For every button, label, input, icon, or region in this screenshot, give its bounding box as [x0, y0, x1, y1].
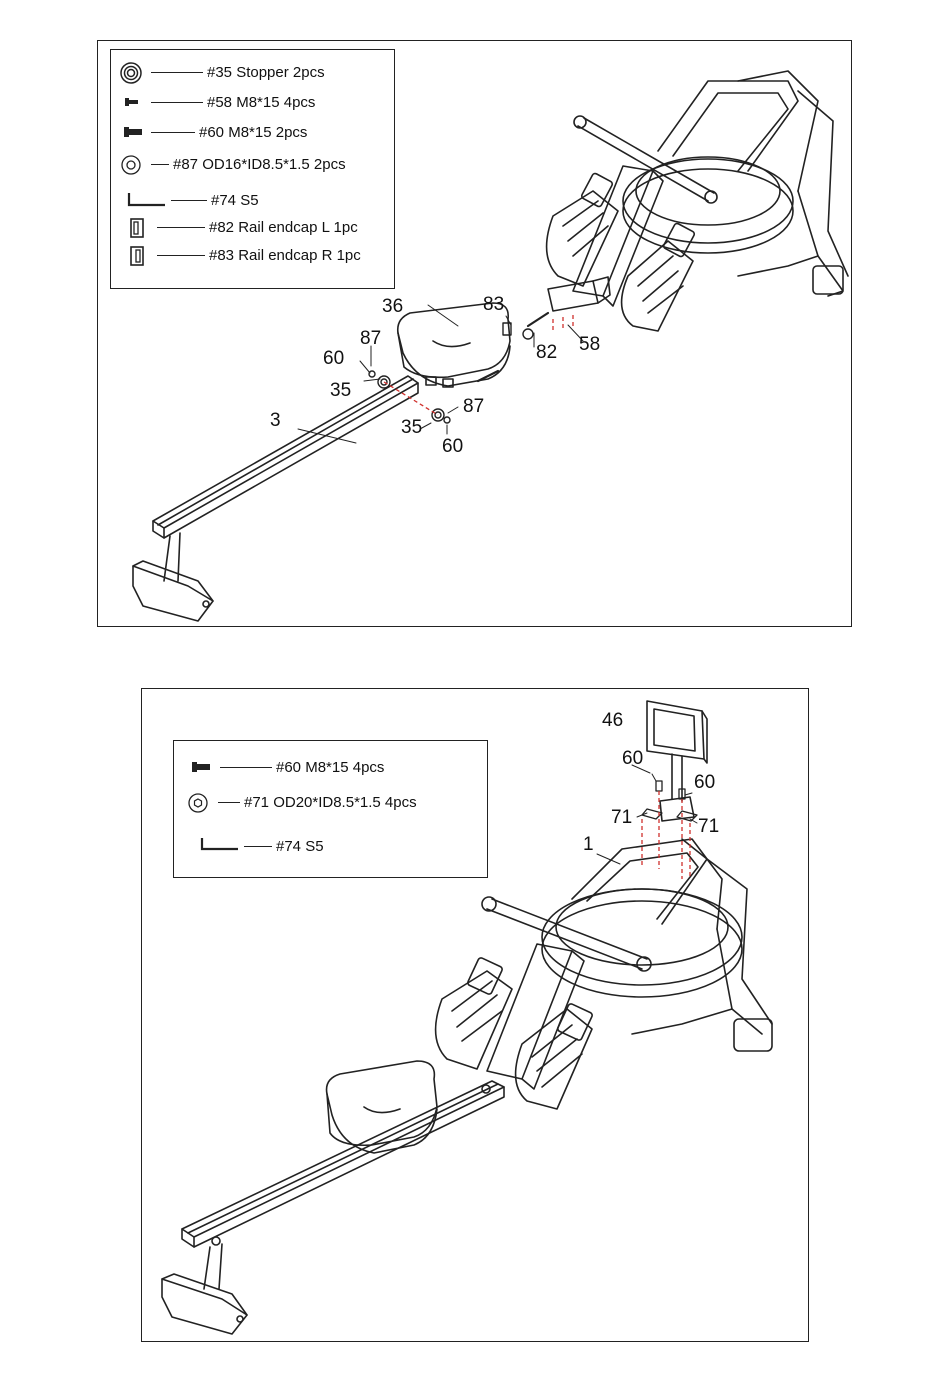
- exploded-rail-drawing: [98, 41, 851, 626]
- callout-label: 35: [401, 418, 422, 437]
- callout-leaders: [298, 305, 583, 443]
- callout-label: 60: [323, 349, 344, 368]
- callout-label: 71: [698, 817, 719, 836]
- callout-label: 3: [270, 411, 281, 430]
- monitor-illustration: [647, 701, 707, 821]
- fasteners-illustration: [369, 323, 533, 423]
- callout-label: 82: [536, 343, 557, 362]
- callout-label: 87: [360, 329, 381, 348]
- callout-label: 71: [611, 808, 632, 827]
- callout-label: 1: [583, 835, 594, 854]
- callout-label: 46: [602, 711, 623, 730]
- callout-label: 60: [694, 773, 715, 792]
- callout-label: 36: [382, 297, 403, 316]
- rower-frame-illustration: [547, 71, 848, 331]
- callout-label: 60: [442, 437, 463, 456]
- rower-frame-illustration: [436, 839, 772, 1109]
- callout-label: 35: [330, 381, 351, 400]
- assembly-step-monitor-panel: #60 M8*15 4pcs #71 OD20*ID8.5*1.5 4pcs #…: [141, 688, 809, 1342]
- assembly-step-rail-panel: #35 Stopper 2pcs #58 M8*15 4pcs #60 M8*1…: [97, 40, 852, 627]
- callout-label: 83: [483, 295, 504, 314]
- callout-label: 58: [579, 335, 600, 354]
- callout-label: 87: [463, 397, 484, 416]
- callout-label: 60: [622, 749, 643, 768]
- fasteners-illustration: [642, 781, 697, 821]
